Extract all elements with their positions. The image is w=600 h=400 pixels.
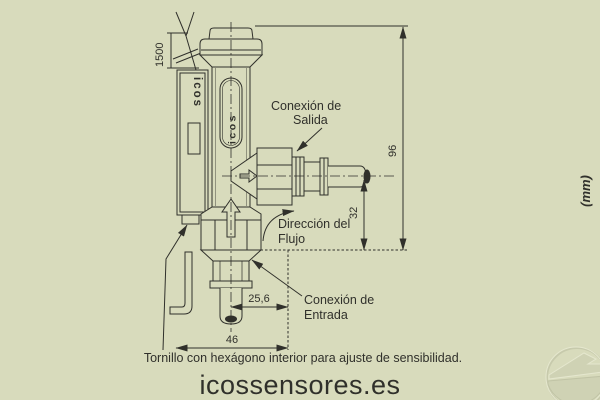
- dimension-cable-value: 1500: [154, 43, 166, 67]
- front-brand-label: icos: [227, 113, 239, 144]
- centerlines: [222, 22, 396, 332]
- outlet-washer: [291, 156, 305, 197]
- construction-lines: [256, 249, 409, 350]
- adjustment-screw-tab: [181, 214, 200, 225]
- dimension-inlet-offset: 25,6: [230, 293, 289, 311]
- top-cap: [208, 27, 254, 40]
- side-view: [176, 69, 209, 225]
- flow-arrow-up: [221, 198, 241, 238]
- hex-key-icon: [169, 251, 193, 315]
- flow-label-line2: Flujo: [278, 232, 305, 246]
- label-flow-direction: Dirección del Flujo: [262, 209, 350, 246]
- dimension-width-value: 46: [226, 334, 238, 346]
- outlet-cylinder: [303, 161, 321, 192]
- units-label: (mm): [578, 175, 593, 207]
- cable-break-symbol: [172, 48, 202, 64]
- inlet-label-line2: Entrada: [304, 308, 348, 322]
- label-inlet-connection: Conexión de Entrada: [251, 259, 374, 322]
- caption-leader-line: [162, 224, 188, 351]
- dimension-outlet-axis: 32: [348, 179, 368, 251]
- dimension-height-value: 96: [387, 145, 399, 157]
- outlet-probe: [328, 165, 367, 188]
- watermark-logo: [545, 346, 600, 400]
- side-brand-label: icos: [191, 77, 203, 108]
- dimension-cable-length: 1500: [154, 32, 199, 69]
- outlet-label-line1: Conexión de: [271, 99, 341, 113]
- inlet-label-line1: Conexión de: [304, 293, 374, 307]
- probe-tip: [363, 169, 371, 184]
- flow-label-line1: Dirección del: [278, 217, 350, 231]
- label-outlet-connection: Conexión de Salida: [271, 99, 341, 152]
- dimension-inlet-offset-value: 25,6: [248, 293, 269, 305]
- dimension-width: 46: [175, 334, 289, 352]
- dimension-outlet-axis-value: 32: [348, 207, 360, 219]
- side-view-window: [187, 122, 201, 155]
- outlet-label-line2: Salida: [293, 113, 328, 127]
- website-text: icossensores.es: [199, 370, 400, 400]
- caption-text: Tornillo con hexágono interior para ajus…: [144, 351, 462, 365]
- dimension-height: 96: [255, 25, 408, 251]
- outlet-hex-nut: [256, 147, 293, 206]
- sensor-cable: [172, 11, 202, 71]
